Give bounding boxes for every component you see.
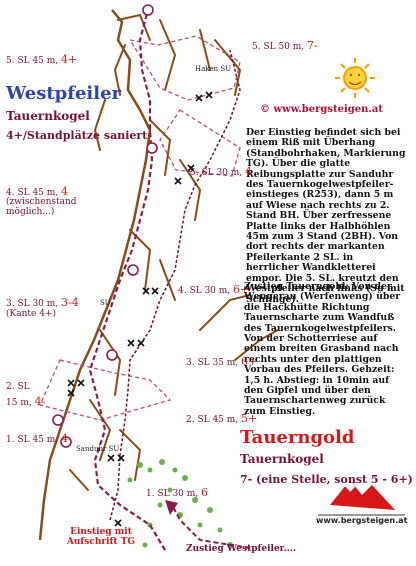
pitch-note-left-4: (zwischenstand möglich...) [6,197,77,217]
pitch-label-right-4: 4. SL 30 m, 6+ [178,283,250,296]
pitch-label-right-5-30: 5. SL 30 m, 4 [190,165,253,178]
map-label-sanduhr: Sanduhr SU [76,445,120,453]
pitch-label-left-2b: 15 m, 4- [6,395,46,408]
grass-patches [127,459,233,548]
pitch-label-left-3: 3. SL 30 m, 3-4 [6,296,79,309]
route-title-tauerngold: Tauerngold [240,427,355,448]
description-westpfeiler: Der Einstieg befindet sich bei einem Riß… [246,127,406,305]
route-box-mid [159,109,241,177]
route-subtitle-tauerngold: Tauernkogel [240,452,324,466]
pitch-label-right-2: 2. SL 45 m, 5+ [186,412,258,425]
westpfeiler-route-line [88,9,166,551]
tauerngold-route-line [109,49,241,521]
pitch-note-left-3: (Kante 4+) [6,309,56,319]
pitch-label-right-3: 3. SL 35 m, 6+ [186,355,258,368]
pitch-label-left-1: 1. SL 45 m, 4- [6,432,72,445]
rock-cracks [69,13,279,491]
route-grade-westpfeiler: 4+/Standplätze saniert [6,129,148,142]
map-label-haken: Haken SU [195,65,232,73]
pitch-label-right-5: 5. SL 50 m, 7- [252,39,318,52]
description-tauerngold: Zustieg Tauerngold: Von der Wengerau (We… [244,281,401,417]
website-credit[interactable]: © www.bergsteigen.at [260,104,384,115]
logo-text[interactable]: www.bergsteigen.at [316,516,408,525]
route-box-top [128,35,241,101]
rock-outline-left [38,9,152,541]
pitch-label-left-4: 4. SL 45 m, 4 [6,185,69,198]
pitch-label-right-1: 1. SL 30 m, 6 [146,486,209,499]
start-label-tg: Einstieg mit Aufschrift TG [66,527,136,547]
approach-label-westpfeiler: Zustieg Westpfeiler.... [186,544,297,554]
belay-stations [52,4,158,448]
route-box-lower [39,359,172,421]
pitch-label-left-2: 2. SL [6,382,30,392]
approach-arrowhead [165,500,178,515]
route-grade-tauerngold: 7- (eine Stelle, sonst 5 - 6+) [240,473,413,486]
route-subtitle-westpfeiler: Tauernkogel [6,109,90,123]
sun-icon [335,58,375,98]
bolt-marks [67,91,213,527]
approach-arrow-line [171,504,251,549]
logo-mountain-icon [318,480,405,516]
pitch-label-left-5: 5. SL 45 m, 4+ [6,53,78,66]
map-label-su: SU [100,299,111,307]
route-title-westpfeiler: Westpfeiler [6,83,122,104]
